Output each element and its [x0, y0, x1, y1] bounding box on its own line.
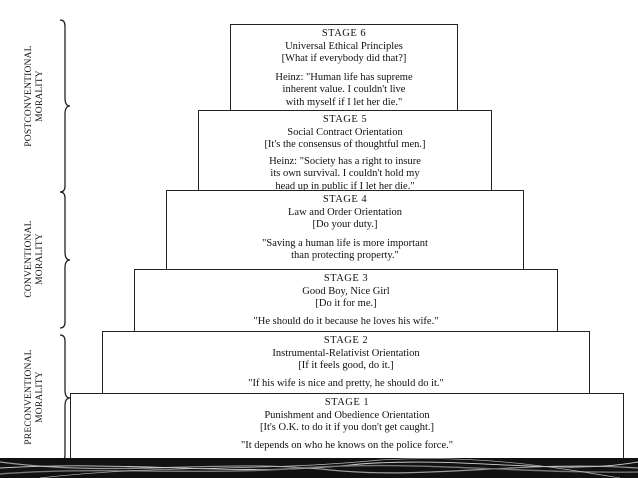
stage-name: Law and Order Orientation: [288, 206, 402, 218]
level-label-line: MORALITY: [35, 70, 45, 122]
stage-question: [Do it for me.]: [315, 298, 377, 309]
stage-quote-line: "Saving a human life is more important: [262, 237, 428, 249]
stage-quote-line: head up in public if I let her die.": [275, 180, 415, 192]
stage-name: Punishment and Obedience Orientation: [264, 409, 430, 421]
preconventional-label: PRECONVENTIONAL MORALITY: [24, 322, 46, 472]
stage-question: [What if everybody did that?]: [281, 53, 407, 64]
stage-question: [Do your duty.]: [312, 219, 378, 230]
stage-name: Good Boy, Nice Girl: [302, 285, 390, 297]
stage-question: [It's O.K. to do it if you don't get cau…: [259, 422, 435, 433]
stage-title: STAGE 1: [324, 397, 370, 408]
postconventional-label: POSTCONVENTIONAL MORALITY: [24, 21, 46, 171]
level-label-line: POSTCONVENTIONAL: [24, 45, 34, 147]
stage-question: [It's the consensus of thoughtful men.]: [264, 139, 426, 150]
stage-name: Social Contract Orientation: [287, 126, 403, 138]
stage-quote-line: its own survival. I couldn't hold my: [270, 168, 420, 179]
stage-4-box: STAGE 4 Law and Order Orientation [Do yo…: [166, 190, 524, 270]
stage-title: STAGE 6: [321, 28, 367, 39]
conventional-label: CONVENTIONAL MORALITY: [24, 184, 46, 334]
stage-5-box: STAGE 5 Social Contract Orientation [It'…: [198, 110, 492, 192]
level-label-line: MORALITY: [35, 371, 45, 423]
stage-name: Universal Ethical Principles: [285, 40, 403, 52]
conventional-bracket: [59, 191, 71, 329]
level-label-line: MORALITY: [35, 233, 45, 285]
stage-title: STAGE 4: [322, 194, 368, 205]
stage-title: STAGE 3: [323, 273, 369, 284]
postconventional-bracket: [59, 19, 71, 193]
stage-1-box: STAGE 1 Punishment and Obedience Orienta…: [70, 393, 624, 459]
stage-quote-line: Heinz: "Society has a right to insure: [269, 155, 421, 167]
stage-quote-line: with myself if I let her die.": [285, 96, 403, 108]
stage-quote-line: "He should do it because he loves his wi…: [253, 315, 439, 327]
level-label-line: CONVENTIONAL: [24, 220, 34, 298]
stage-6-box: STAGE 6 Universal Ethical Principles [Wh…: [230, 24, 458, 111]
stage-question: [If it feels good, do it.]: [298, 360, 394, 371]
stage-quote-line: "It depends on who he knows on the polic…: [240, 439, 454, 451]
decorative-footer-band: [0, 458, 638, 478]
stage-quote-line: than protecting property.": [291, 250, 399, 261]
stage-title: STAGE 2: [323, 335, 369, 346]
stage-2-box: STAGE 2 Instrumental-Relativist Orientat…: [102, 331, 590, 394]
stage-3-box: STAGE 3 Good Boy, Nice Girl [Do it for m…: [134, 269, 558, 332]
stage-quote-line: "If his wife is nice and pretty, he shou…: [248, 377, 444, 389]
stage-quote-line: inherent value. I couldn't live: [282, 84, 406, 95]
stage-name: Instrumental-Relativist Orientation: [272, 347, 420, 359]
stage-quote-line: Heinz: "Human life has supreme: [275, 71, 413, 83]
stage-title: STAGE 5: [322, 114, 368, 125]
level-label-line: PRECONVENTIONAL: [24, 349, 34, 445]
